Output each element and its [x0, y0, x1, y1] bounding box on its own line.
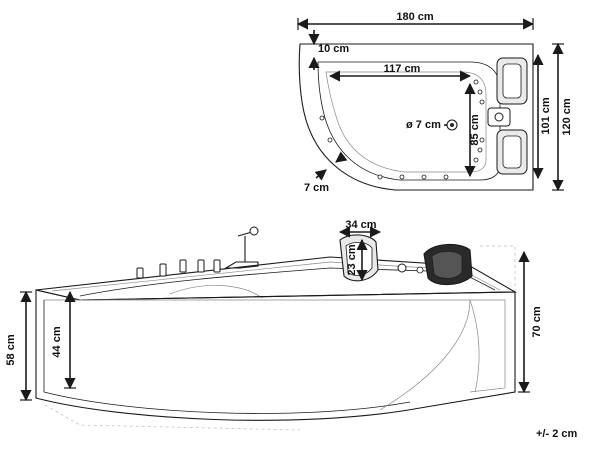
- headrest-bottom-icon: [496, 129, 528, 175]
- dim-corner: 7 cm: [304, 182, 329, 194]
- dim-width-inner: 101 cm: [540, 97, 552, 135]
- faucet-icon: [224, 226, 259, 269]
- dim-inner-width: 85 cm: [469, 114, 481, 145]
- dim-pillow-h: 23 cm: [346, 244, 358, 275]
- dim-height-total: 70 cm: [531, 306, 543, 337]
- pillow-right-icon: [423, 243, 473, 286]
- dim-height-inner: 44 cm: [51, 326, 63, 357]
- top-view-outline: [298, 43, 534, 191]
- top-view: 180 cm 10 cm 117 cm 85 cm ø 7 cm 101 cm …: [296, 11, 573, 194]
- dim-inner-length: 117 cm: [384, 63, 421, 75]
- headrest-top-icon: [496, 57, 528, 105]
- jets-icon: [319, 79, 485, 180]
- dim-height-front: 58 cm: [5, 334, 17, 365]
- tub-apron: [35, 289, 516, 421]
- dim-length: 180 cm: [396, 11, 434, 23]
- side-view: 34 cm 23 cm 70 cm 58 cm 44 cm: [5, 219, 543, 431]
- dim-pillow-w: 34 cm: [345, 219, 376, 231]
- dim-width: 120 cm: [561, 98, 573, 136]
- tolerance-note: +/- 2 cm: [536, 428, 577, 440]
- dim-rim: 10 cm: [318, 43, 349, 55]
- control-knobs-icon: [136, 259, 221, 279]
- dim-drain: ø 7 cm: [406, 119, 441, 131]
